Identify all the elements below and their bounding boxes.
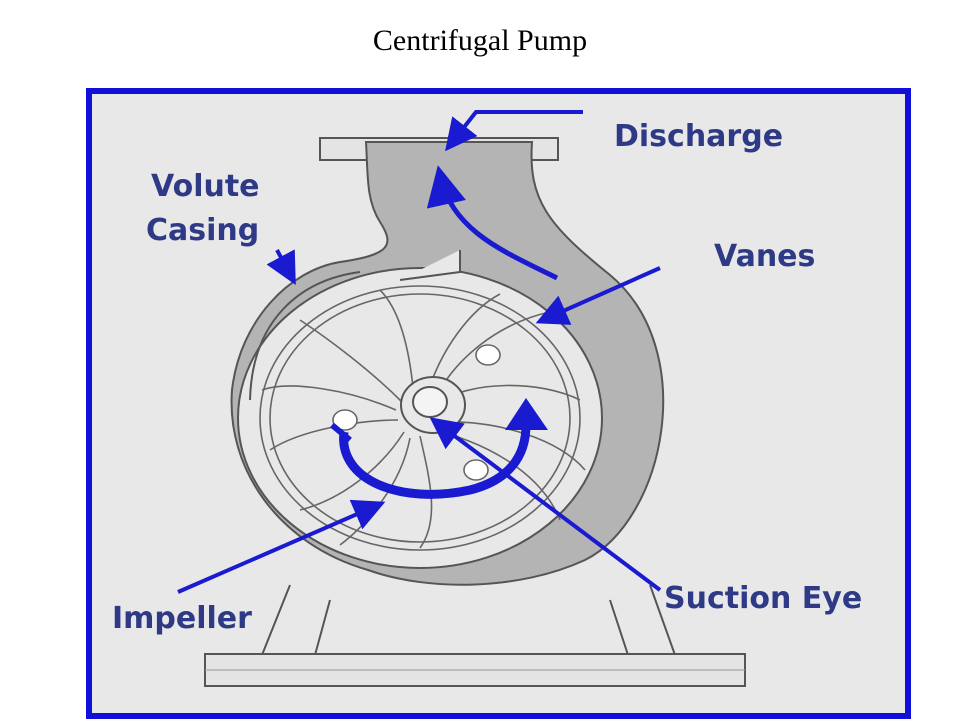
- discharge-pointer: [445, 110, 583, 152]
- page-title: Centrifugal Pump: [372, 24, 588, 57]
- rotation-arrow: [339, 424, 531, 499]
- vanes-label: Vanes: [714, 239, 815, 274]
- vanes-pointer: [535, 266, 661, 325]
- suction-eye: [400, 376, 466, 434]
- suction-eye-pointer: [429, 417, 662, 592]
- rotation-arrowhead: [505, 398, 548, 430]
- impeller: [259, 285, 586, 551]
- suction-eye-label: Suction Eye: [664, 581, 862, 616]
- flow-arrows: [330, 165, 559, 499]
- pump-base: [204, 584, 746, 687]
- impeller-label: Impeller: [112, 601, 252, 636]
- volute-pointer: [266, 249, 296, 286]
- impeller-pointer: [177, 499, 386, 594]
- discharge-label: Discharge: [614, 119, 783, 154]
- discharge-flow-arrow: [426, 165, 559, 281]
- volute-label-line1: Volute: [151, 169, 260, 204]
- volute-casing: [230, 141, 665, 586]
- label-arrows: [177, 110, 662, 594]
- volute-label-line2: Casing: [146, 213, 259, 248]
